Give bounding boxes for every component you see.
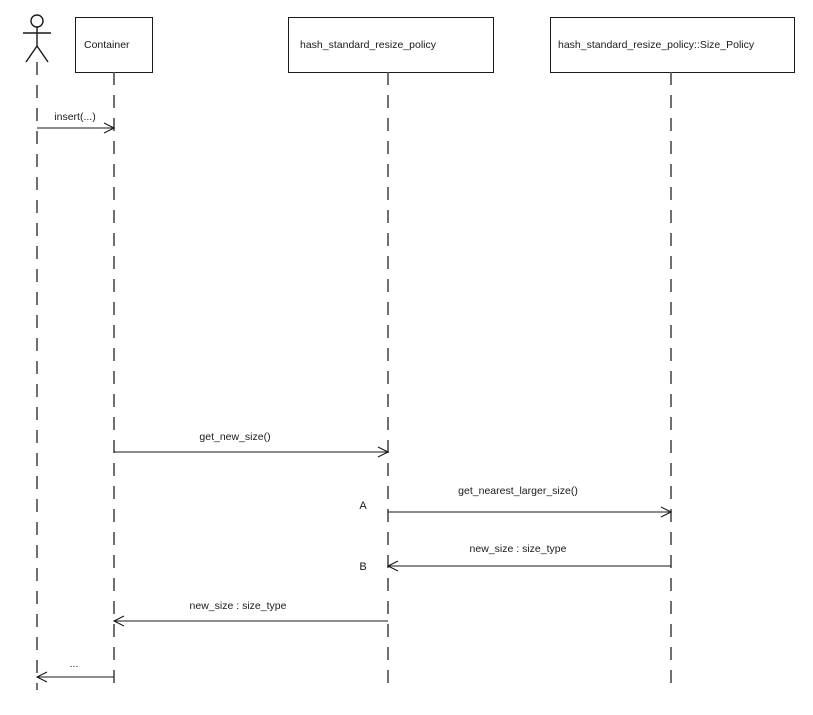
participant-label-size-policy: hash_standard_resize_policy::Size_Policy [558,39,755,51]
message-label-ellipsis-return: ... [70,658,79,670]
message-get-new-size[interactable]: get_new_size() [114,431,390,458]
participant-box-resize-policy[interactable] [288,17,494,73]
message-marker-a: A [359,500,367,512]
message-label-new-size-return-outer: new_size : size_type [190,600,287,612]
participant-container[interactable]: Container [75,17,153,691]
participant-size-policy[interactable]: hash_standard_resize_policy::Size_Policy [550,17,795,691]
actor-stick-figure-icon [23,14,51,63]
message-marker-b: B [359,561,366,573]
participant-resize-policy[interactable]: hash_standard_resize_policy [288,17,494,691]
message-label-new-size-return-inner: new_size : size_type [470,543,567,555]
participant-box-size-policy[interactable] [550,17,795,73]
participant-actor[interactable] [23,14,51,690]
message-ellipsis-return[interactable]: ... [35,658,114,683]
message-new-size-return-outer[interactable]: new_size : size_type [112,600,388,627]
message-label-get-new-size: get_new_size() [199,431,270,443]
message-label-insert: insert(...) [54,111,95,123]
participant-label-container: Container [84,39,130,51]
participant-label-resize-policy: hash_standard_resize_policy [300,39,437,51]
participant-box-container[interactable] [75,17,153,73]
message-get-nearest-larger-size[interactable]: A get_nearest_larger_size() [359,485,673,518]
message-label-get-nearest-larger-size: get_nearest_larger_size() [458,485,578,497]
message-insert[interactable]: insert(...) [37,111,116,134]
message-new-size-return-inner[interactable]: B new_size : size_type [359,543,671,573]
